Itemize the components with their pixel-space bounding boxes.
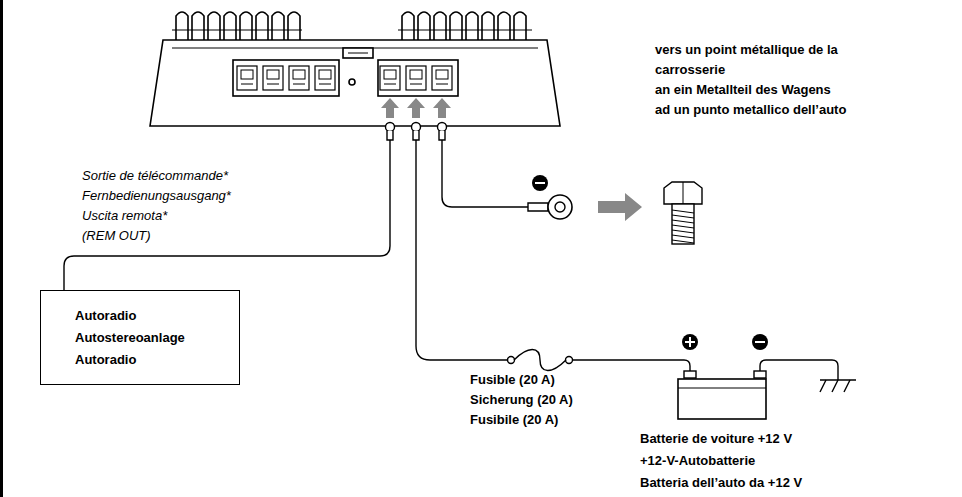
ground-label: an ein Metallteil des Wagens <box>655 80 831 100</box>
remote-output-label: Fernbedienungsausgang* <box>82 186 231 206</box>
amplifier <box>150 12 560 126</box>
fuse-symbol <box>508 350 573 371</box>
fuse-label: Fusible (20 A) <box>470 370 555 390</box>
battery-label: +12-V-Autobatterie <box>640 450 802 472</box>
chassis-bolt <box>664 182 702 244</box>
fuse-label: Sicherung (20 A) <box>470 390 573 410</box>
ground-label: vers un point métallique de la carrosser… <box>655 40 855 80</box>
car-battery: Batterie de voiture +12 V+12-V-Autobatte… <box>640 378 802 494</box>
insert-arrows <box>381 98 451 118</box>
ground-symbol <box>820 380 856 392</box>
battery-terminals <box>682 334 768 378</box>
fasten-arrow <box>598 193 642 221</box>
wires <box>64 140 838 380</box>
remote-output-label: Uscita remota* <box>82 206 167 226</box>
ring-terminals <box>386 123 447 141</box>
ground-label: ad un punto metallico dell’auto <box>655 100 846 120</box>
battery-label: Batteria dell’auto da +12 V <box>640 472 802 494</box>
head-unit-box: AutoradioAutostereoanlageAutoradio <box>40 290 240 385</box>
remote-output-label: (REM OUT) <box>82 226 151 246</box>
head-unit-label: Autoradio <box>75 305 219 327</box>
head-unit-label: Autoradio <box>75 349 219 371</box>
fuse-label: Fusibile (20 A) <box>470 410 558 430</box>
head-unit-label: Autostereoanlage <box>75 327 219 349</box>
remote-output-label: Sortie de télécommande* <box>82 166 228 186</box>
ground-lug <box>528 175 572 219</box>
battery-label: Batterie de voiture +12 V <box>640 428 802 450</box>
page-edge-bar <box>0 0 3 497</box>
battery-body <box>640 378 770 428</box>
